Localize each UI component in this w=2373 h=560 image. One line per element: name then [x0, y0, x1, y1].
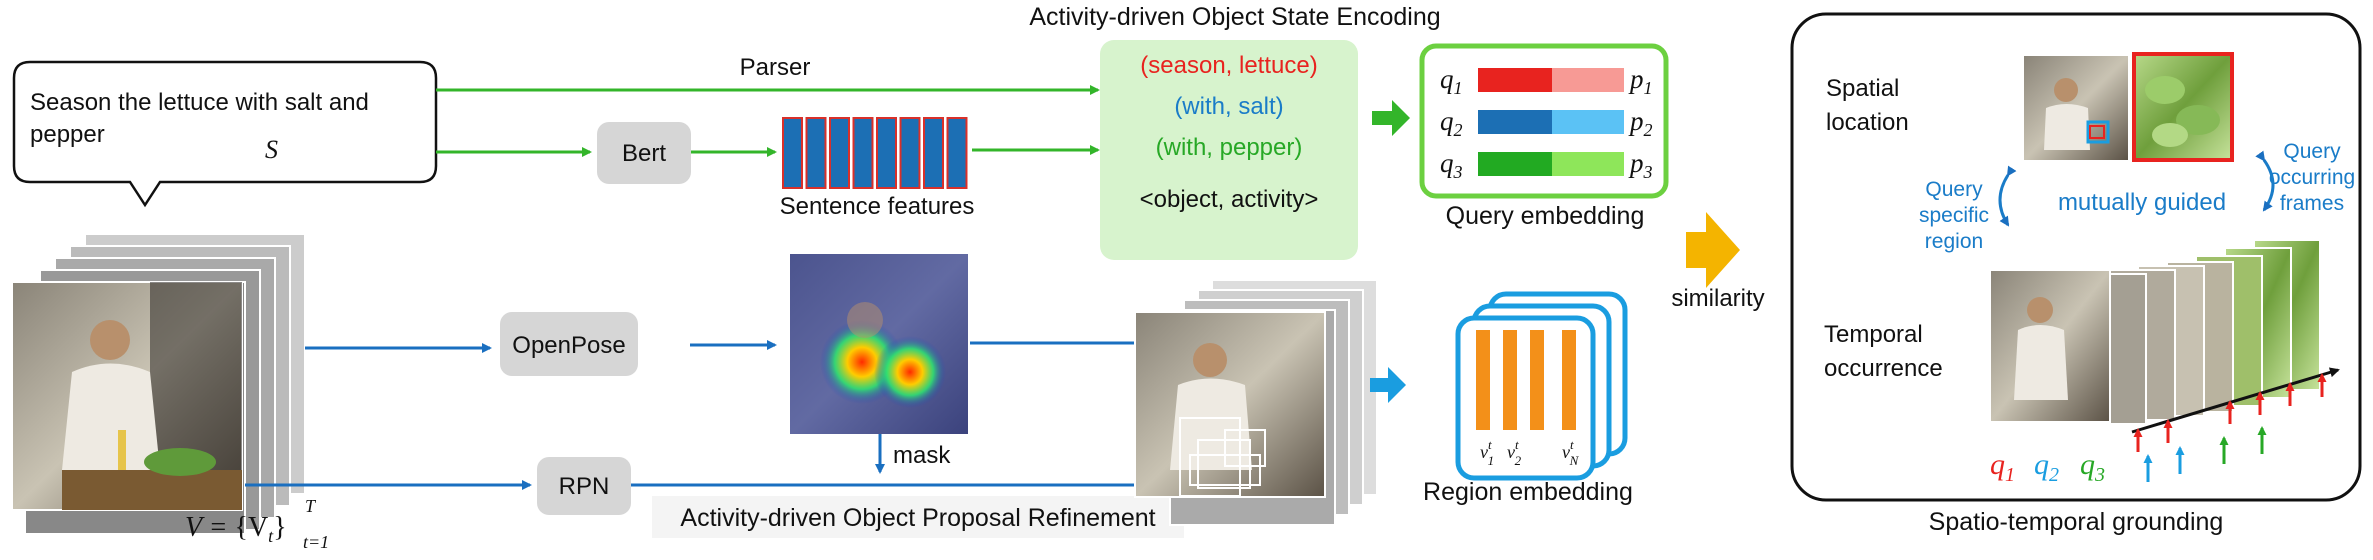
rpn-box: [537, 457, 631, 515]
query-frames-curve-arrow: [2255, 150, 2275, 212]
region-bar: [1503, 330, 1517, 430]
temporal-label-line2: occurrence: [1824, 355, 1943, 382]
sentence-feature-bar: [782, 117, 803, 189]
query-bar-object: [1478, 110, 1552, 134]
query-rows: q1 p1 q2 p2 q3 p3: [1440, 64, 1653, 182]
temporal-label-line1: Temporal: [1824, 321, 1923, 348]
video-frames: [11, 233, 306, 535]
spatial-label-line2: location: [1826, 109, 1909, 136]
rpn-label: RPN: [559, 473, 610, 500]
bert-box: [597, 122, 691, 184]
pairs-caption: <object, activity>: [1140, 186, 1319, 213]
query-bar-activity: [1552, 68, 1624, 92]
sentence-features-label: Sentence features: [780, 193, 975, 220]
grounding-q1: q1: [1990, 448, 2015, 486]
grounding-title: Spatio-temporal grounding: [1929, 508, 2224, 536]
spatial-label-line1: Spatial: [1826, 75, 1899, 102]
sentence-feature-bar: [852, 117, 874, 189]
query-row-q: q3: [1440, 148, 1463, 182]
region-bar: [1562, 330, 1576, 430]
temporal-frames: [1989, 239, 2321, 425]
sentence-feature-bar: [876, 117, 897, 189]
query-row-p: p3: [1628, 148, 1653, 182]
sentence-text-line2: pepper: [30, 121, 105, 148]
proposals-to-region-arrow: [1370, 367, 1406, 403]
sentence-bubble: Season the lettuce with salt and pepper …: [12, 60, 438, 208]
query-region-line2: specific: [1919, 204, 1989, 227]
query-bar-object: [1478, 68, 1552, 92]
query-row-p: p1: [1628, 64, 1653, 98]
pair-2: (with, salt): [1174, 93, 1283, 120]
sentence-feature-bars: [782, 117, 968, 189]
encoding-title: Activity-driven Object State Encoding: [1029, 3, 1440, 31]
query-row-q: q2: [1440, 106, 1463, 140]
query-frames-line2: occurring: [2269, 166, 2355, 189]
query-bar-activity: [1552, 152, 1624, 176]
video-formula-sup: T: [305, 496, 317, 516]
proposal-refinement-band: [652, 496, 1184, 538]
query-frames-line1: Query: [2283, 140, 2341, 163]
query-row-q: q1: [1440, 64, 1463, 98]
bert-label: Bert: [622, 140, 666, 167]
mask-label: mask: [893, 442, 951, 469]
region-bar: [1476, 330, 1490, 430]
pose-heatmap-image: [790, 254, 968, 434]
query-region-line3: region: [1925, 230, 1983, 253]
mutually-guided-label: mutually guided: [2058, 189, 2226, 216]
pairs-box: [1100, 40, 1358, 260]
sentence-feature-bar: [923, 117, 944, 189]
sentence-feature-bar: [899, 117, 921, 189]
sentence-feature-bar: [829, 117, 850, 189]
grounding-q3: q3: [2080, 448, 2105, 486]
openpose-box: [500, 312, 638, 376]
green-occurrence-arrows: [2219, 426, 2267, 464]
video-formula: V = {Vt}: [185, 512, 287, 546]
sentence-symbol: S: [265, 135, 278, 164]
query-bar-object: [1478, 152, 1552, 176]
query-embedding-label: Query embedding: [1446, 202, 1645, 230]
sentence-feature-bar: [805, 117, 827, 189]
spatial-frame-image: [2024, 56, 2128, 160]
grounding-q2: q2: [2034, 448, 2059, 486]
query-frames-line3: frames: [2280, 192, 2344, 215]
pair-3: (with, pepper): [1156, 134, 1303, 161]
query-row-p: p2: [1628, 106, 1653, 140]
pairs-to-query-arrow: [1372, 100, 1410, 136]
pair-1: (season, lettuce): [1140, 52, 1317, 79]
query-region-line1: Query: [1925, 178, 1983, 201]
proposal-frames: [1134, 279, 1378, 526]
similarity-arrow: [1686, 212, 1740, 288]
query-bar-activity: [1552, 110, 1624, 134]
lettuce-crop-image: [2132, 52, 2234, 162]
sentence-feature-bar: [946, 117, 968, 189]
sentence-text-line1: Season the lettuce with salt and: [30, 89, 369, 116]
openpose-label: OpenPose: [512, 332, 625, 359]
region-embedding-label: Region embedding: [1423, 478, 1633, 506]
query-region-curve-arrow: [1998, 165, 2017, 227]
video-formula-sub: t=1: [303, 532, 329, 552]
region-bar: [1530, 330, 1544, 430]
similarity-label: similarity: [1671, 285, 1764, 312]
red-occurrence-arrows: [2133, 373, 2327, 452]
parser-label: Parser: [740, 54, 811, 81]
proposal-refinement-label: Activity-driven Object Proposal Refineme…: [680, 504, 1155, 532]
cyan-occurrence-arrows: [2143, 446, 2185, 482]
